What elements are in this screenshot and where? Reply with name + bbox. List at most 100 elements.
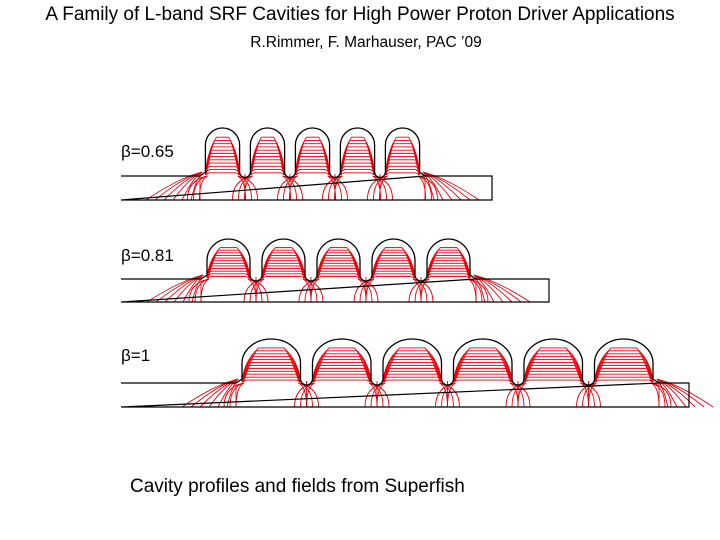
field-line-fringe — [412, 278, 434, 303]
field-line-fringe — [243, 278, 265, 303]
field-line-fringe — [298, 382, 319, 408]
field-line — [372, 247, 415, 279]
end-fringe-right — [473, 274, 531, 303]
field-line-fringe — [580, 382, 601, 408]
field-line — [594, 373, 654, 383]
field-line — [453, 359, 513, 383]
field-line — [426, 273, 471, 279]
field-line — [594, 356, 653, 383]
field-line — [340, 140, 375, 176]
figure-caption: Cavity profiles and fields from Superfis… — [130, 476, 465, 497]
cavity-beta-081: β=0.81 — [120, 238, 550, 303]
field-line — [453, 376, 513, 383]
field-line — [295, 156, 330, 176]
field-line — [205, 143, 240, 176]
field-line — [594, 359, 654, 383]
field-line — [250, 156, 285, 176]
field-line — [371, 275, 416, 279]
field-line — [312, 373, 372, 383]
field-line-fringe — [298, 278, 320, 303]
beta-label-065: β=0.65 — [121, 142, 174, 161]
field-line — [453, 356, 512, 383]
field-line — [262, 247, 305, 279]
field-line-fringe — [247, 278, 269, 303]
field-line — [383, 347, 441, 383]
field-line — [524, 350, 582, 383]
field-line — [313, 350, 371, 383]
field-line — [205, 156, 240, 176]
end-fringe-right — [422, 171, 480, 201]
field-line-fringe — [186, 175, 208, 201]
field-line-fringe — [357, 278, 379, 303]
field-line — [294, 165, 331, 176]
cavity-beta-065: β=0.65 — [120, 127, 493, 201]
field-line-fringe — [368, 382, 390, 408]
field-line — [242, 350, 300, 383]
field-line-fringe — [439, 382, 460, 408]
field-line — [316, 270, 361, 279]
field-line — [249, 169, 286, 176]
field-line — [594, 379, 654, 383]
field-line — [340, 156, 375, 176]
field-line-fringe — [364, 382, 386, 408]
field-line — [249, 172, 286, 176]
field-line — [317, 247, 360, 279]
field-line-fringe — [327, 175, 349, 201]
field-line — [524, 353, 583, 383]
slide-title: A Family of L-band SRF Cavities for High… — [45, 4, 675, 25]
field-line — [207, 249, 250, 279]
field-line — [523, 359, 583, 383]
field-line-fringe — [576, 382, 597, 408]
field-line — [427, 247, 470, 279]
field-line — [249, 165, 286, 176]
field-line — [382, 373, 442, 383]
field-line — [295, 143, 330, 176]
field-line — [523, 379, 583, 383]
field-line — [316, 275, 361, 279]
field-line — [339, 165, 376, 176]
field-line — [241, 359, 301, 383]
field-line — [312, 356, 371, 383]
field-line — [250, 143, 285, 176]
field-line-fringe — [366, 175, 388, 201]
field-line — [241, 376, 301, 383]
field-line — [340, 136, 375, 176]
field-line — [385, 156, 420, 176]
field-line — [427, 249, 470, 279]
field-line — [261, 273, 306, 279]
field-line — [261, 275, 306, 279]
field-line-fringe — [435, 382, 456, 408]
field-line — [595, 350, 653, 383]
field-line — [454, 347, 512, 383]
field-line-fringe — [188, 278, 210, 303]
field-line — [204, 165, 241, 176]
field-line — [371, 270, 416, 279]
field-line — [294, 169, 331, 176]
field-line — [372, 249, 415, 279]
field-line — [339, 169, 376, 176]
field-line — [242, 356, 301, 383]
field-line — [339, 172, 376, 176]
field-line — [523, 376, 583, 383]
field-line — [207, 252, 250, 279]
field-line-fringe — [282, 175, 304, 201]
field-line — [312, 376, 372, 383]
field-line-fringe — [408, 278, 430, 303]
field-line — [207, 247, 250, 279]
field-line — [383, 350, 441, 383]
field-line — [523, 373, 583, 383]
field-line-fringe — [302, 278, 324, 303]
field-line — [453, 373, 513, 383]
field-line — [524, 347, 582, 383]
cavity-outline — [235, 338, 660, 386]
beam-pipe — [120, 382, 690, 408]
field-line-fringe — [372, 175, 394, 201]
field-line — [295, 136, 330, 176]
field-line — [313, 347, 371, 383]
field-line — [426, 270, 471, 279]
field-line — [294, 172, 331, 176]
field-line — [250, 140, 285, 176]
field-line — [454, 350, 512, 383]
field-line — [340, 143, 375, 176]
